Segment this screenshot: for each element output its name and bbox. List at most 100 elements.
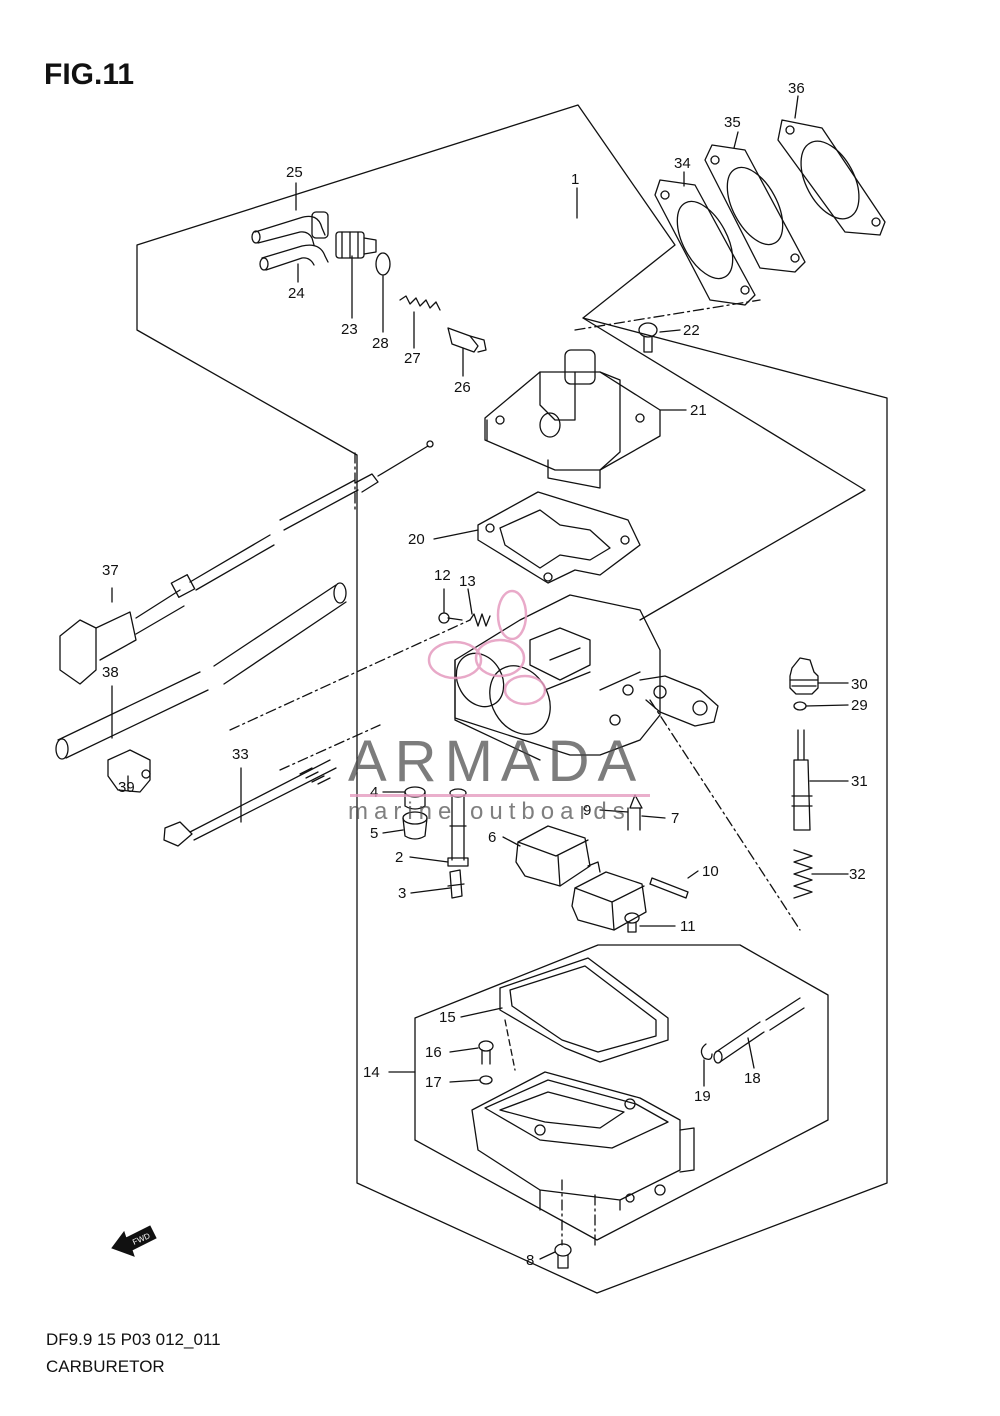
elbow-hose-24 <box>259 244 329 271</box>
callout-17: 17 <box>425 1074 442 1091</box>
leader-line <box>382 829 404 834</box>
callout-30: 30 <box>851 676 868 693</box>
callout-21: 21 <box>690 402 707 419</box>
guide-line <box>279 724 381 771</box>
gasket-35 <box>704 144 806 273</box>
callout-36: 36 <box>788 80 805 97</box>
callout-20: 20 <box>408 531 425 548</box>
watermark-logo-icon <box>427 589 547 706</box>
callout-15: 15 <box>439 1009 456 1026</box>
callout-labels: 1 2 3 4 5 6 7 8 9 10 11 12 13 14 15 16 1… <box>102 80 868 1269</box>
leader-line <box>805 704 849 707</box>
tube-38 <box>55 582 347 760</box>
leader-line <box>449 1047 479 1053</box>
o-ring-28 <box>375 252 391 276</box>
leader-line <box>409 856 449 863</box>
needle-26 <box>447 327 487 353</box>
callout-35: 35 <box>724 114 741 131</box>
leader-line <box>794 95 799 119</box>
leader-line <box>659 329 681 333</box>
callout-18: 18 <box>744 1070 761 1087</box>
callout-34: 34 <box>674 155 691 172</box>
leader-line <box>687 870 699 879</box>
callout-28: 28 <box>372 335 389 352</box>
washer-17 <box>479 1075 493 1085</box>
clip-29 <box>793 701 807 711</box>
needle-31 <box>791 729 813 831</box>
leader-line <box>467 588 473 615</box>
callout-33: 33 <box>232 746 249 763</box>
callout-39: 39 <box>118 779 135 796</box>
callout-12: 12 <box>434 567 451 584</box>
screw-22 <box>638 322 658 353</box>
leader-line <box>502 836 521 847</box>
gasket-15 <box>499 957 669 1063</box>
callout-10: 10 <box>702 863 719 880</box>
callout-8: 8 <box>526 1252 534 1269</box>
callout-6: 6 <box>488 829 496 846</box>
callout-27: 27 <box>404 350 421 367</box>
callout-3: 3 <box>398 885 406 902</box>
callout-24: 24 <box>288 285 305 302</box>
leader-line <box>449 1079 481 1083</box>
callout-38: 38 <box>102 664 119 681</box>
callout-14: 14 <box>363 1064 380 1081</box>
spring-27 <box>399 295 441 311</box>
choke-knob-37 <box>59 440 434 685</box>
assembly-outline <box>136 104 888 1294</box>
jet-3 <box>447 869 465 899</box>
leader-line <box>747 1037 755 1069</box>
gasket-20 <box>477 491 641 584</box>
callout-32: 32 <box>849 866 866 883</box>
watermark-brand: ARMADA <box>348 729 645 794</box>
leader-line <box>641 815 666 819</box>
spring-13 <box>469 613 491 627</box>
jet-5 <box>402 811 428 840</box>
figure-title: FIG.11 <box>44 58 135 91</box>
carburetor-body <box>454 594 719 761</box>
leader-line <box>433 529 479 540</box>
callout-5: 5 <box>370 825 378 842</box>
hose-18 <box>713 997 805 1064</box>
cover-21 <box>484 349 661 489</box>
float-bowl-14 <box>471 1071 695 1211</box>
guide-line <box>574 299 761 331</box>
callout-29: 29 <box>851 697 868 714</box>
callout-11: 11 <box>680 918 696 935</box>
cap-30 <box>789 657 819 695</box>
callout-7: 7 <box>671 810 679 827</box>
callout-19: 19 <box>694 1088 711 1105</box>
float-6 <box>515 825 647 931</box>
callout-13: 13 <box>459 573 476 590</box>
bolt-33 <box>163 759 337 847</box>
callout-25: 25 <box>286 164 303 181</box>
gasket-34 <box>654 179 756 306</box>
callout-4: 4 <box>370 784 378 801</box>
gasket-36 <box>777 119 886 236</box>
float-pin-10 <box>649 877 689 899</box>
callout-37: 37 <box>102 562 119 579</box>
leader-line <box>599 809 629 813</box>
callout-1: 1 <box>571 171 579 188</box>
figure-name: CARBURETOR <box>46 1357 165 1376</box>
guide-line <box>504 1019 516 1071</box>
leader-line <box>733 131 739 149</box>
screw-8 <box>554 1243 572 1269</box>
clamp-39 <box>107 749 151 793</box>
leader-line <box>410 887 451 894</box>
screw-12 <box>438 612 463 624</box>
guide-line <box>229 619 471 731</box>
callout-9: 9 <box>583 802 591 819</box>
clip-19 <box>700 1043 713 1060</box>
leader-line <box>460 1007 503 1018</box>
callout-31: 31 <box>851 773 868 790</box>
callout-23: 23 <box>341 321 358 338</box>
callout-26: 26 <box>454 379 471 396</box>
fitting-23 <box>335 231 377 259</box>
screw-11 <box>624 912 640 933</box>
jet-2 <box>447 788 469 867</box>
watermark-divider <box>350 794 650 797</box>
bowl-frame <box>414 944 829 1241</box>
callout-2: 2 <box>395 849 403 866</box>
